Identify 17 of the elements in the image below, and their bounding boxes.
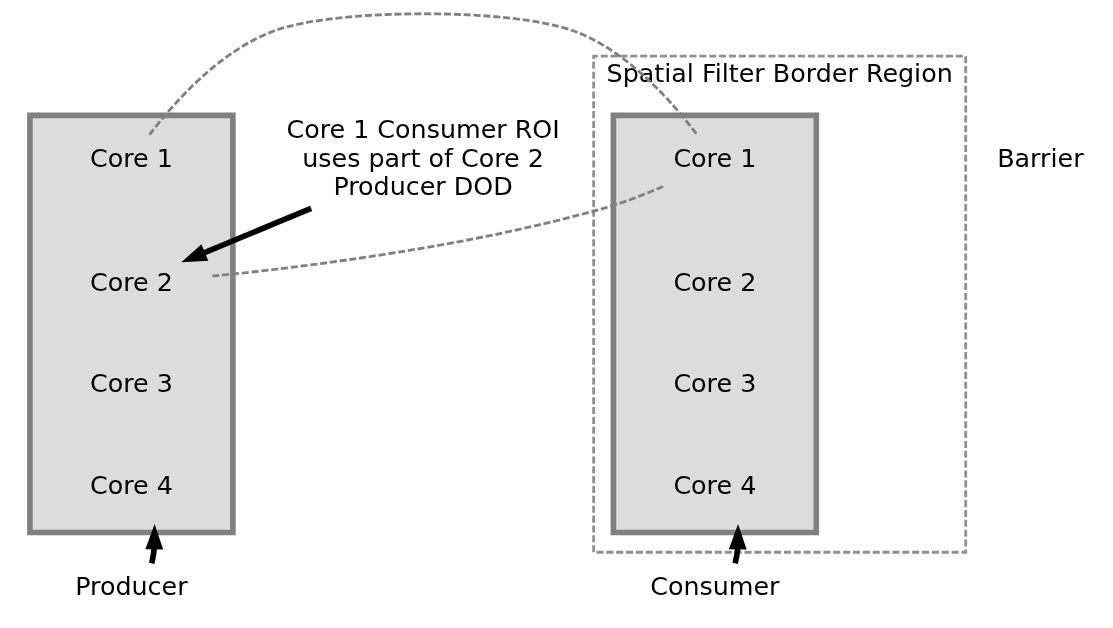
- node-text: Core 3: [672, 368, 756, 399]
- cluster: [610, 112, 819, 536]
- node-text: Core 1 Consumer ROI uses part of Core 2 Producer DOD: [285, 114, 560, 201]
- node-text: Consumer: [649, 571, 779, 602]
- arrow: [180, 205, 312, 263]
- node-text: Core 1: [672, 142, 756, 173]
- node-text: Producer: [74, 571, 188, 602]
- connector: [211, 184, 665, 278]
- node-text: Core 3: [89, 368, 173, 399]
- node-text: Core 4: [89, 469, 173, 500]
- node-text: Core 2: [89, 266, 173, 297]
- node-text: Core 4: [672, 469, 756, 500]
- node-text: Core 1: [89, 142, 173, 173]
- cluster: [26, 112, 236, 536]
- label: Barrier: [996, 142, 1084, 173]
- node-text: Core 2: [672, 266, 756, 297]
- connector: [147, 12, 698, 136]
